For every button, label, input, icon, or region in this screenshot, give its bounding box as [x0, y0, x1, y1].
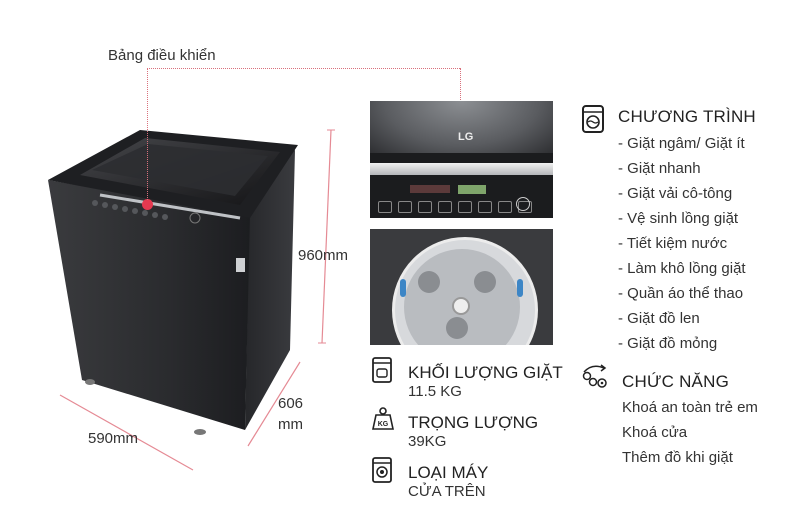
- feature-item: Khoá an toàn trẻ em: [622, 399, 758, 416]
- program-item: - Quần áo thể thao: [618, 285, 744, 302]
- control-panel-closeup: LG: [370, 101, 553, 218]
- washing-machine-image: [48, 130, 298, 435]
- spec-capacity: KHỐI LƯỢNG GIẶT 11.5 KG: [370, 355, 570, 400]
- feature-item: Thêm đồ khi giặt: [622, 449, 733, 466]
- depth-dimension-value: 606: [278, 395, 304, 412]
- programs-list: - Giặt ngâm/ Giặt ít - Giặt nhanh - Giặt…: [618, 131, 746, 356]
- weight-icon: KG: [372, 407, 394, 430]
- programs-title: CHƯƠNG TRÌNH: [618, 107, 756, 126]
- weight-value: 39KG: [408, 433, 447, 450]
- program-item: - Làm khô lồng giặt: [618, 260, 746, 277]
- spec-machine-type: LOẠI MÁY CỬA TRÊN: [370, 455, 570, 500]
- program-item: - Giặt vải cô-tông: [618, 185, 733, 202]
- program-item: - Giặt đồ mỏng: [618, 335, 718, 352]
- dimension-lines: [59, 129, 335, 471]
- weight-title: TRỌNG LƯỢNG: [408, 413, 539, 432]
- washing-machine-illustration: [40, 100, 310, 450]
- control-panel-label: Bảng điều khiển: [108, 47, 216, 64]
- feature-item: Khoá cửa: [622, 424, 688, 441]
- gears-icon: [582, 364, 607, 388]
- program-item: - Tiết kiệm nước: [618, 235, 728, 252]
- svg-text:KG: KG: [378, 421, 389, 428]
- spec-weight: KG TRỌNG LƯỢNG 39KG: [370, 405, 570, 450]
- program-item: - Giặt đồ len: [618, 310, 700, 327]
- machine-type-icon: [372, 457, 392, 483]
- washing-machine-icon: [582, 105, 604, 133]
- features-title: CHỨC NĂNG: [622, 372, 729, 391]
- program-item: - Giặt ngâm/ Giặt ít: [618, 135, 745, 152]
- machine-type-title: LOẠI MÁY: [408, 463, 489, 482]
- drum-closeup: [370, 229, 553, 345]
- depth-dimension-unit: mm: [278, 416, 303, 433]
- machine-type-value: CỬA TRÊN: [408, 483, 486, 500]
- control-panel-callout-dot: [142, 199, 153, 210]
- features-list: Khoá an toàn trẻ em Khoá cửa Thêm đồ khi…: [622, 395, 758, 470]
- lg-logo: LG: [458, 131, 474, 143]
- width-dimension: 590mm: [88, 430, 139, 447]
- height-dimension: 960mm: [298, 247, 349, 264]
- capacity-value: 11.5 KG: [408, 383, 462, 400]
- program-item: - Giặt nhanh: [618, 160, 701, 177]
- capacity-title: KHỐI LƯỢNG GIẶT: [408, 363, 563, 382]
- callout-horizontal-line: [147, 68, 460, 69]
- program-item: - Vệ sinh lồng giặt: [618, 210, 739, 227]
- capacity-icon: [372, 357, 392, 383]
- callout-vertical-line: [147, 68, 148, 200]
